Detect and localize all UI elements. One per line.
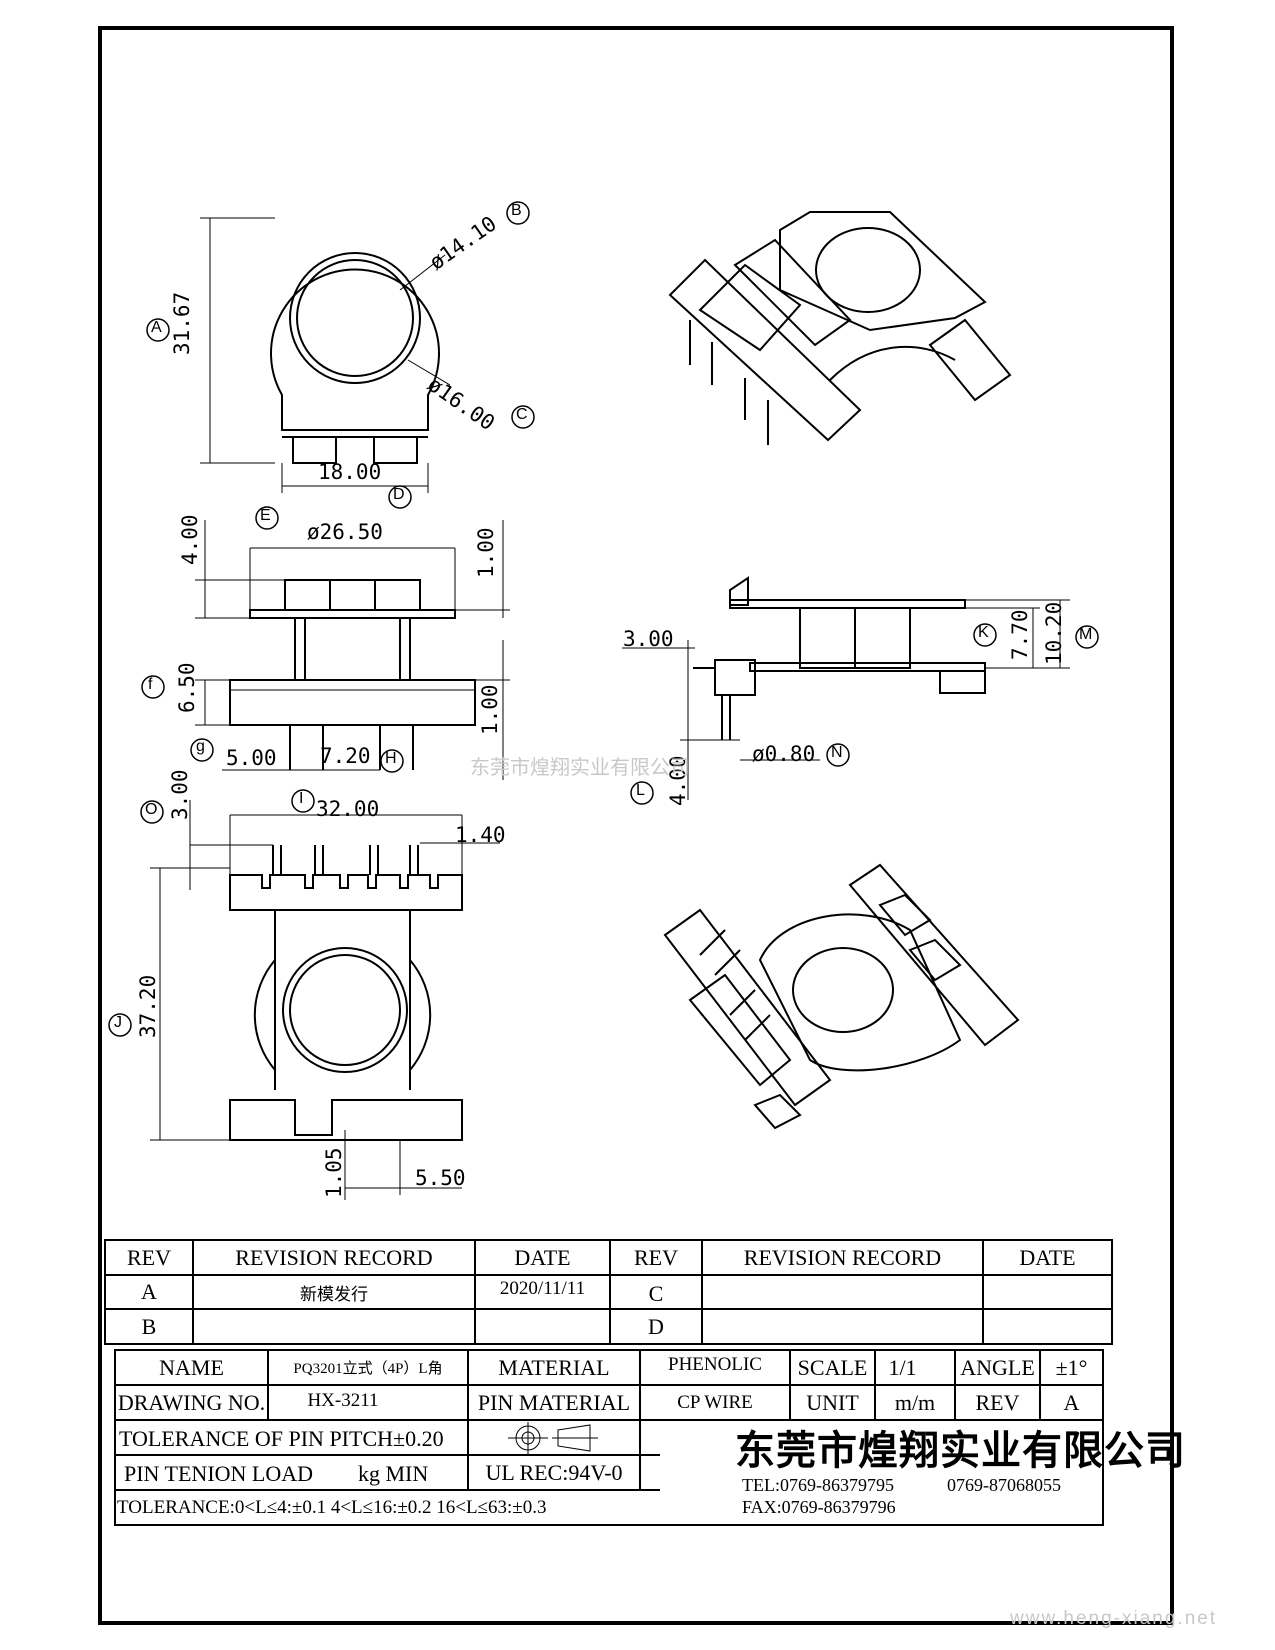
drawings [104, 211, 1113, 1526]
dim-side-pin-len: 3.00 [623, 627, 674, 651]
dim-j-bottom: 1.05 [322, 1147, 346, 1198]
scale-label: SCALE [797, 1354, 868, 1380]
drawing-no-value: HX-3211 [307, 1390, 379, 1411]
top-view [200, 217, 451, 493]
date-header-2: DATE [1019, 1244, 1076, 1270]
iso-view-top [668, 211, 1012, 445]
angle-value: ±1° [1055, 1354, 1088, 1380]
marker-m: M [1079, 626, 1093, 643]
ul-rec: UL REC:94V-0 [485, 1459, 623, 1485]
name-value: PQ3201立式（4P）L角 [293, 1361, 443, 1377]
rev-row-b: B [141, 1313, 157, 1339]
front-view [195, 520, 510, 780]
rev-header-1: REV [127, 1244, 171, 1270]
revision-record-header-1: REVISION RECORD [235, 1244, 433, 1270]
date-row-a: 2020/11/11 [499, 1278, 586, 1299]
marker-a: A [151, 319, 162, 336]
side-view [622, 576, 1070, 800]
name-label: NAME [159, 1354, 224, 1380]
marker-e: E [260, 507, 271, 524]
dim-f-label: 6.50 [175, 662, 199, 713]
dim-g-label: 5.00 [226, 746, 277, 770]
rev-row-d: D [648, 1313, 664, 1339]
dim-h-label: 7.20 [320, 744, 371, 768]
drawing-no-label: DRAWING NO. [117, 1389, 266, 1415]
marker-i: I [299, 790, 304, 807]
rev-value: A [1063, 1389, 1080, 1415]
unit-value: m/m [894, 1389, 936, 1415]
dim-i-right: 1.40 [455, 823, 506, 847]
pin-pitch-tolerance: TOLERANCE OF PIN PITCH±0.20 [119, 1426, 444, 1451]
tolerance-line: TOLERANCE:0<L≤4:±0.1 4<L≤16:±0.2 16<L≤63… [117, 1497, 547, 1518]
dim-j-label: 37.20 [136, 974, 160, 1038]
angle-label: ANGLE [960, 1354, 1035, 1380]
watermark-url: www.heng-xiang.net [1010, 1608, 1218, 1629]
rev-label: REV [975, 1389, 1020, 1415]
dim-a-label: 31.67 [170, 291, 194, 355]
marker-f: f [148, 676, 153, 693]
revision-record-header-2: REVISION RECORD [743, 1244, 942, 1270]
scale-value: 1/1 [888, 1354, 917, 1380]
rev-row-a: A [141, 1279, 157, 1304]
bottom-view [150, 800, 500, 1200]
watermark-company: 东莞市煌翔实业有限公司 [470, 757, 690, 779]
pin-material-value: CP WIRE [677, 1391, 753, 1413]
pin-tenion-load: PIN TENION LOAD [124, 1461, 314, 1486]
dim-d-label: 18.00 [318, 460, 382, 484]
company-tel2: 0769-87068055 [947, 1475, 1061, 1495]
company-tel: TEL:0769-86379795 [742, 1475, 894, 1495]
marker-j: J [114, 1014, 122, 1031]
unit-label: UNIT [806, 1389, 859, 1415]
rev-header-2: REV [634, 1244, 678, 1270]
dim-j-slot: 5.50 [415, 1166, 466, 1190]
sheet-frame [98, 26, 1174, 1625]
material-value: PHENOLIC [668, 1354, 762, 1375]
dim-n-label: ø0.80 [752, 742, 816, 766]
company-name: 东莞市煌翔实业有限公司 [735, 1428, 1186, 1473]
projection-symbol-icon [508, 1422, 598, 1454]
marker-o: O [145, 801, 158, 818]
marker-k: K [978, 624, 989, 641]
material-label: MATERIAL [498, 1354, 610, 1380]
pin-material-label: PIN MATERIAL [477, 1389, 631, 1415]
marker-h: H [385, 750, 397, 767]
dim-e-right: 1.00 [474, 527, 498, 578]
marker-c: C [516, 406, 528, 423]
dim-e-label: ø26.50 [307, 520, 383, 544]
dim-e-top: 4.00 [178, 514, 202, 565]
revision-table-grid [104, 1239, 1113, 1345]
dim-k-label: 7.70 [1008, 609, 1032, 660]
iso-view-bottom [663, 863, 1020, 1130]
marker-b: B [511, 202, 522, 219]
marker-l: L [636, 782, 645, 799]
dim-f-right: 1.00 [478, 684, 502, 735]
revision-record-a: 新模发行 [300, 1284, 368, 1304]
title-block-grid [114, 1349, 1104, 1526]
dim-o-label: 3.00 [168, 769, 192, 820]
marker-n: N [831, 744, 843, 761]
company-fax: FAX:0769-86379796 [742, 1497, 896, 1517]
dim-i-label: 32.00 [316, 797, 380, 821]
marker-d: D [393, 486, 405, 503]
marker-g: g [196, 738, 205, 755]
callout-circles [108, 201, 1099, 1037]
rev-row-c: C [648, 1281, 664, 1306]
pin-tenion-unit: kg MIN [358, 1461, 429, 1486]
date-header-1: DATE [514, 1244, 571, 1270]
dim-m-label: 10.20 [1042, 601, 1066, 665]
